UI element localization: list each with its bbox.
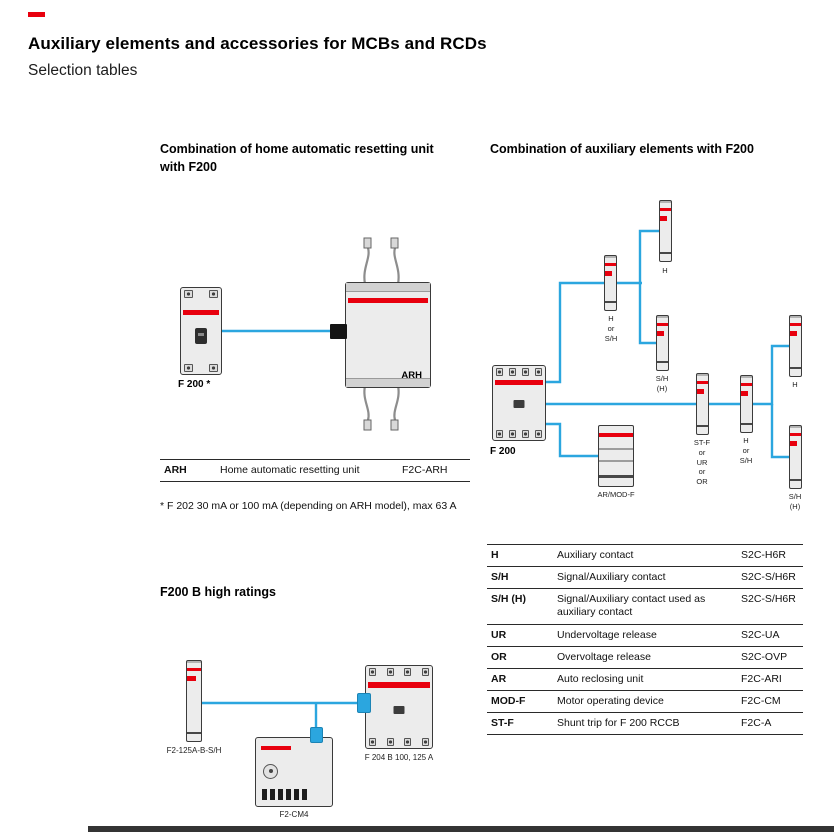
- row-code: S/H: [491, 571, 509, 584]
- row-description: Home automatic resetting unit: [220, 464, 360, 476]
- row-order-code: F2C-ARI: [741, 672, 782, 685]
- ar-mod-f-device: [598, 425, 634, 487]
- f204-breaker-device: [365, 665, 433, 749]
- table-row: S/H Signal/Auxiliary contact S2C-S/H6R: [487, 566, 803, 588]
- terminals-bottom: [496, 430, 542, 438]
- row-code: MOD-F: [491, 694, 526, 707]
- aux-module-f-label: H: [792, 380, 798, 389]
- f2-cm4-motor-device: [255, 737, 333, 807]
- cm4-device-label: F2-CM4: [279, 810, 309, 819]
- cm4-blue-top-connector: [310, 727, 323, 743]
- red-stripe: [368, 682, 430, 688]
- aux-module-f: [789, 315, 802, 377]
- section-heading-f200b: F200 B high ratings: [160, 585, 276, 599]
- aux-module-e: [740, 375, 753, 433]
- red-stripe: [348, 298, 428, 303]
- red-stripe: [495, 380, 543, 385]
- aux-module-b: [659, 200, 672, 262]
- arh-device: ARH: [345, 282, 431, 388]
- red-stripe: [183, 310, 219, 315]
- accent-dash: [28, 12, 45, 17]
- toggle-switch: [195, 328, 207, 344]
- page-bottom-rule: [88, 826, 834, 832]
- row-code: UR: [491, 628, 507, 641]
- f200-right-label: F 200: [490, 446, 516, 457]
- row-code: OR: [491, 650, 507, 663]
- row-description: Signal/Auxiliary contact used as auxilia…: [557, 593, 706, 619]
- row-description: Motor operating device: [557, 694, 664, 707]
- row-order-code: S2C-UA: [741, 628, 780, 641]
- aux-selection-table: H Auxiliary contact S2C-H6R S/H Signal/A…: [487, 544, 803, 736]
- indicator-window: [513, 400, 525, 408]
- row-description: Shunt trip for F 200 RCCB: [557, 717, 680, 729]
- aux-module-a-label: H or S/H: [604, 314, 618, 343]
- page-title: Auxiliary elements and accessories for M…: [28, 34, 487, 53]
- terminals-top: [369, 668, 429, 676]
- arh-side-connector: [330, 324, 347, 339]
- ar-mod-f-label: AR/MOD-F: [597, 490, 635, 499]
- row-code: S/H (H): [491, 593, 526, 606]
- aux-module-b-label: H: [662, 266, 668, 275]
- aux-module-e-label: H or S/H: [739, 436, 753, 465]
- table-row: S/H (H) Signal/Auxiliary contact used as…: [487, 588, 803, 623]
- table-row: ARH Home automatic resetting unit F2C-AR…: [160, 459, 470, 481]
- indicator-window: [393, 706, 405, 714]
- row-code: AR: [491, 672, 507, 685]
- f200-rcd-device-right: [492, 365, 546, 441]
- row-code: H: [491, 549, 499, 561]
- row-order-code: F2C-ARH: [402, 464, 448, 476]
- aux-module-c-label: S/H (H): [655, 374, 669, 393]
- arh-selection-table: ARH Home automatic resetting unit F2C-AR…: [160, 459, 470, 483]
- row-description: Undervoltage release: [557, 628, 657, 641]
- terminals-top: [184, 290, 218, 298]
- table-row: MOD-F Motor operating device F2C-CM: [487, 689, 803, 712]
- arh-device-label: ARH: [401, 370, 422, 381]
- table-row: ST-F Shunt trip for F 200 RCCB F2C-A: [487, 712, 803, 734]
- row-order-code: S2C-OVP: [741, 650, 788, 663]
- aux-module-label: F2-125A-B-S/H: [166, 746, 222, 755]
- arh-bottom-band: [346, 378, 430, 387]
- f200-device-label: F 200 *: [178, 379, 211, 390]
- row-description: Signal/Auxiliary contact: [557, 571, 666, 584]
- row-description: Overvoltage release: [557, 650, 651, 663]
- aux-module-d-label: ST-F or UR or OR: [693, 438, 711, 486]
- table-row: AR Auto reclosing unit F2C-ARI: [487, 667, 803, 690]
- row-code: ARH: [164, 464, 187, 476]
- table-row: UR Undervoltage release S2C-UA: [487, 623, 803, 646]
- table-row: H Auxiliary contact S2C-H6R: [487, 544, 803, 566]
- row-order-code: S2C-S/H6R: [741, 593, 796, 606]
- footnote: * F 202 30 mA or 100 mA (depending on AR…: [160, 500, 457, 512]
- row-code: ST-F: [491, 717, 514, 729]
- aux-module-c: [656, 315, 669, 371]
- terminals-top: [496, 368, 542, 376]
- aux-module-f2-125a: [186, 660, 202, 742]
- terminals-bottom: [184, 364, 218, 372]
- section-heading-aux-combination: Combination of auxiliary elements with F…: [490, 142, 754, 156]
- vent-slots: [262, 789, 308, 800]
- section-heading-arh-combination: Combination of home automatic resetting …: [160, 142, 434, 175]
- f204-device-label: F 204 B 100, 125 A: [364, 753, 434, 762]
- f200-rcd-device: [180, 287, 222, 375]
- row-order-code: F2C-CM: [741, 694, 781, 707]
- page-subtitle: Selection tables: [28, 62, 138, 79]
- terminals-bottom: [369, 738, 429, 746]
- aux-module-d: [696, 373, 709, 435]
- row-order-code: F2C-A: [741, 717, 772, 729]
- arh-top-band: [346, 283, 430, 292]
- motor-knob: [263, 764, 278, 779]
- aux-module-a: [604, 255, 617, 311]
- f204-blue-side-connector: [357, 693, 371, 713]
- aux-module-g-label: S/H (H): [788, 492, 802, 511]
- row-description: Auxiliary contact: [557, 549, 634, 561]
- row-order-code: S2C-S/H6R: [741, 571, 796, 584]
- red-stripe: [261, 746, 291, 750]
- row-description: Auto reclosing unit: [557, 672, 644, 685]
- row-order-code: S2C-H6R: [741, 549, 786, 561]
- aux-module-g: [789, 425, 802, 489]
- table-row: OR Overvoltage release S2C-OVP: [487, 645, 803, 668]
